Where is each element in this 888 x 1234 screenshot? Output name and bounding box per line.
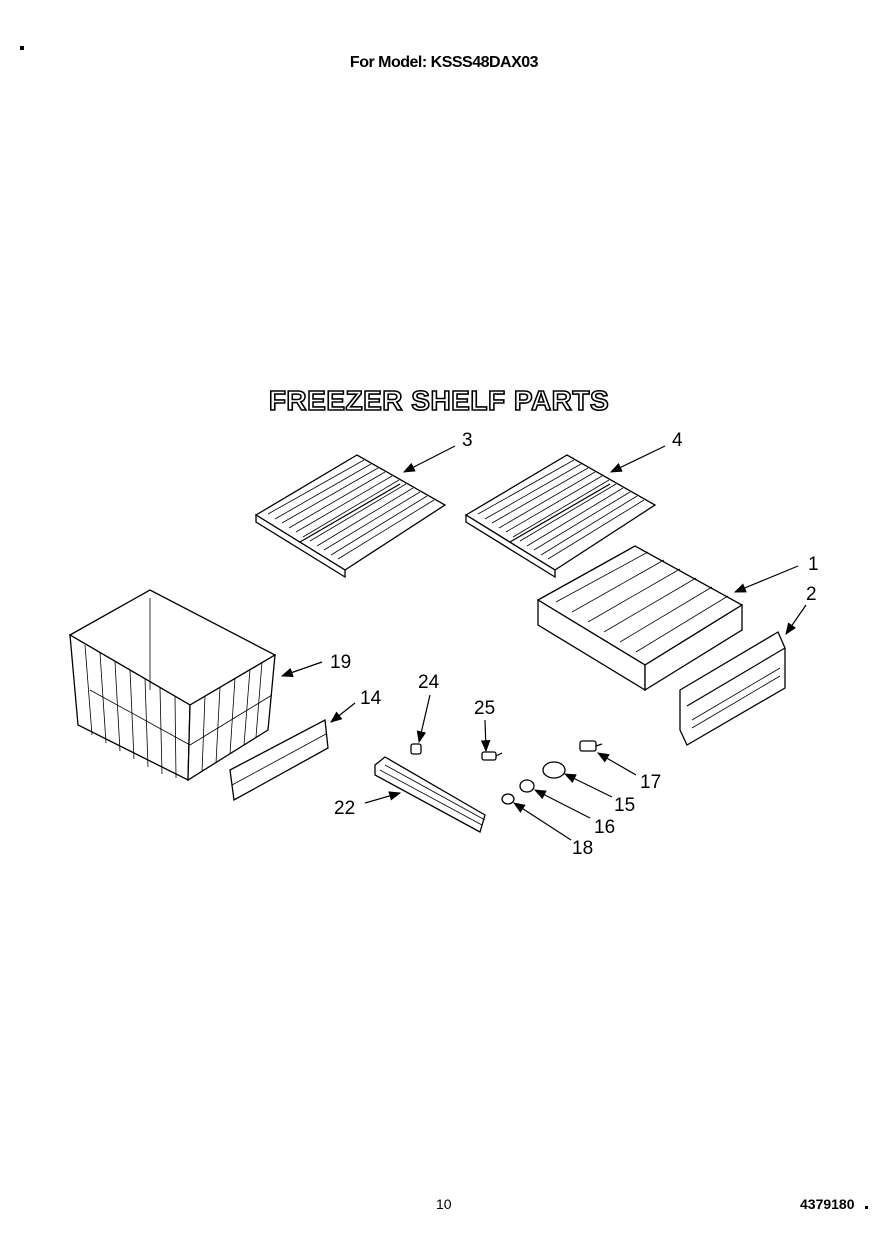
leader-24	[416, 694, 431, 744]
leader-22	[364, 791, 402, 804]
leader-25	[480, 719, 491, 753]
leader-18	[512, 802, 572, 841]
callout-17: 17	[640, 772, 661, 793]
wire-basket-19	[68, 589, 277, 782]
wire-shelf-3	[254, 454, 447, 579]
callout-4: 4	[672, 430, 683, 451]
freezer-shelf-1	[536, 545, 744, 692]
page-number: 10	[436, 1196, 452, 1212]
callout-2: 2	[806, 584, 817, 605]
leader-15	[563, 773, 613, 798]
slide-rail-22	[374, 756, 486, 833]
hardware-25	[481, 751, 503, 761]
callout-24: 24	[418, 672, 440, 693]
leader-4	[609, 445, 666, 473]
hardware-17	[579, 740, 603, 752]
leader-1	[733, 565, 799, 593]
diagram-title: FREEZER SHELF PARTS	[268, 384, 610, 417]
model-header: For Model: KSSS48DAX03	[349, 54, 539, 71]
callout-1: 1	[808, 554, 819, 575]
hardware-24	[410, 743, 422, 755]
leader-17	[596, 752, 637, 776]
callout-25: 25	[474, 698, 495, 719]
hardware-18	[501, 793, 515, 805]
hardware-15	[542, 761, 566, 779]
corner-mark	[20, 46, 24, 50]
leader-3	[402, 445, 456, 473]
callout-15: 15	[614, 795, 635, 816]
callout-14: 14	[360, 688, 382, 709]
leader-19	[280, 661, 323, 677]
document-number: 4379180	[800, 1196, 855, 1212]
callout-16: 16	[594, 817, 615, 838]
shelf-trim-2	[679, 631, 786, 746]
leader-2	[785, 604, 807, 635]
hardware-16	[519, 779, 535, 793]
callout-19: 19	[330, 652, 351, 673]
basket-front-14	[229, 718, 329, 802]
corner-mark-bottom	[865, 1206, 868, 1209]
callout-18: 18	[572, 838, 593, 859]
callout-3: 3	[462, 430, 473, 451]
leader-16	[533, 789, 591, 819]
callout-22: 22	[334, 798, 355, 819]
leader-14	[330, 702, 356, 723]
wire-shelf-4	[464, 454, 657, 579]
